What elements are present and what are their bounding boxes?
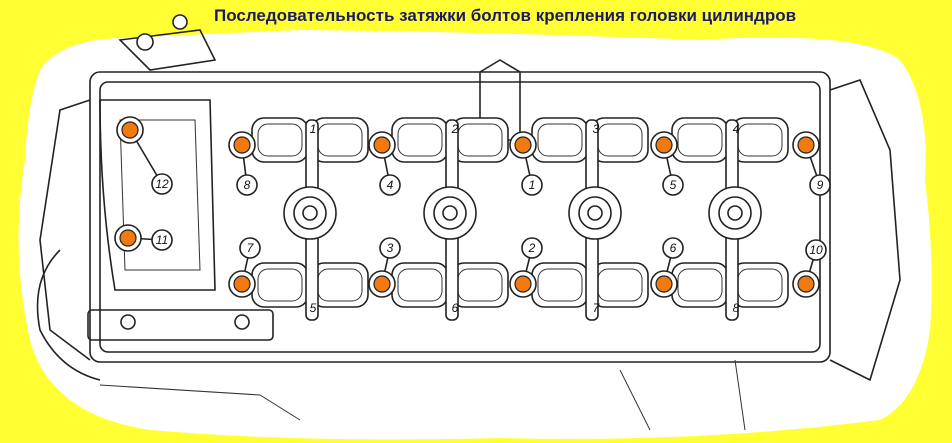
camshaft-journal [671, 262, 729, 308]
camshaft-journals [251, 117, 789, 321]
head-bolt-5: 5 [650, 131, 684, 196]
bolt-head [233, 136, 251, 154]
camshaft-journal [311, 117, 369, 163]
bearing-cap-labels: 1 2 3 4 5 6 7 8 [310, 122, 740, 315]
camshaft-journal [531, 117, 589, 163]
camshaft-journal [731, 262, 789, 308]
camshaft-plug [423, 186, 477, 240]
camshaft-journal [591, 117, 649, 163]
head-bolt-4: 4 [368, 131, 401, 196]
bolt-head [514, 136, 532, 154]
bearing-cap-label: 5 [310, 301, 317, 315]
bolt-head [655, 275, 673, 293]
bolt-number: 11 [156, 233, 168, 247]
head-outline [36, 14, 901, 431]
bearing-cap-label: 6 [452, 301, 459, 315]
bolt-head [373, 136, 391, 154]
head-bolt-6: 6 [650, 237, 684, 298]
camshaft-plug [283, 186, 337, 240]
camshaft-journal [391, 117, 449, 163]
bearing-cap-label: 8 [733, 301, 740, 315]
camshaft-journal [251, 117, 309, 163]
bolt-number-circle [521, 174, 543, 196]
bearing-cap-label: 2 [451, 122, 459, 136]
bolt-number: 7 [247, 241, 255, 255]
camshaft-journal [531, 262, 589, 308]
camshaft-journal [391, 262, 449, 308]
camshaft-plug [708, 186, 762, 240]
bolt-number-circle [805, 239, 827, 261]
bolt-number: 12 [155, 177, 169, 191]
bolt-number: 8 [244, 178, 251, 192]
bolt-head [797, 136, 815, 154]
head-bolt-7: 7 [228, 237, 261, 298]
bearing-cap-label: 1 [310, 122, 317, 136]
bolt-number-circle [521, 237, 543, 259]
bolt-head [233, 275, 251, 293]
bolt-number-circle [379, 237, 401, 259]
bolt-head [121, 121, 139, 139]
head-bolt-3: 3 [368, 237, 401, 298]
camshaft-journal [451, 262, 509, 308]
bolt-head [373, 275, 391, 293]
head-bolt-2: 2 [509, 237, 543, 298]
camshaft-journal [311, 262, 369, 308]
camshaft-journal [251, 262, 309, 308]
bolt-head [119, 229, 137, 247]
bolt-number-circle [379, 174, 401, 196]
camshaft-journal [591, 262, 649, 308]
bolt-head [797, 275, 815, 293]
bolt-number: 5 [670, 178, 677, 192]
camshaft-plug [568, 186, 622, 240]
bolt-number-circle [809, 174, 831, 196]
bolt-number-circle [151, 229, 173, 251]
head-bolt-1: 1 [509, 131, 543, 196]
bearing-cap-label: 4 [733, 122, 740, 136]
bolt-number-circle [662, 174, 684, 196]
bolt-number-circle [239, 237, 261, 259]
bolt-number-circle [151, 173, 173, 195]
head-bolt-12: 12 [116, 116, 173, 195]
head-bolt-8: 8 [228, 131, 258, 196]
bearing-cap-label: 7 [593, 301, 601, 315]
head-bolt-10: 10 [792, 239, 827, 298]
camshaft-journal [451, 117, 509, 163]
camshaft-plugs [283, 186, 762, 240]
head-bolt-9: 9 [792, 131, 831, 196]
bolt-head [655, 136, 673, 154]
bolt-number: 9 [817, 178, 824, 192]
head-bolt-11: 11 [114, 224, 173, 252]
bolt-head [514, 275, 532, 293]
camshaft-journal [671, 117, 729, 163]
bolt-number: 6 [670, 241, 677, 255]
bolt-number: 10 [809, 243, 823, 257]
bolt-number: 1 [529, 178, 536, 192]
bolt-number: 4 [387, 178, 394, 192]
bolt-number: 2 [528, 241, 536, 255]
bearing-cap-label: 3 [593, 122, 600, 136]
bolt-number-circle [662, 237, 684, 259]
bolt-number-circle [236, 174, 258, 196]
diagram-title: Последовательность затяжки болтов крепле… [214, 6, 797, 25]
bolt-number: 3 [387, 241, 394, 255]
camshaft-journal [731, 117, 789, 163]
